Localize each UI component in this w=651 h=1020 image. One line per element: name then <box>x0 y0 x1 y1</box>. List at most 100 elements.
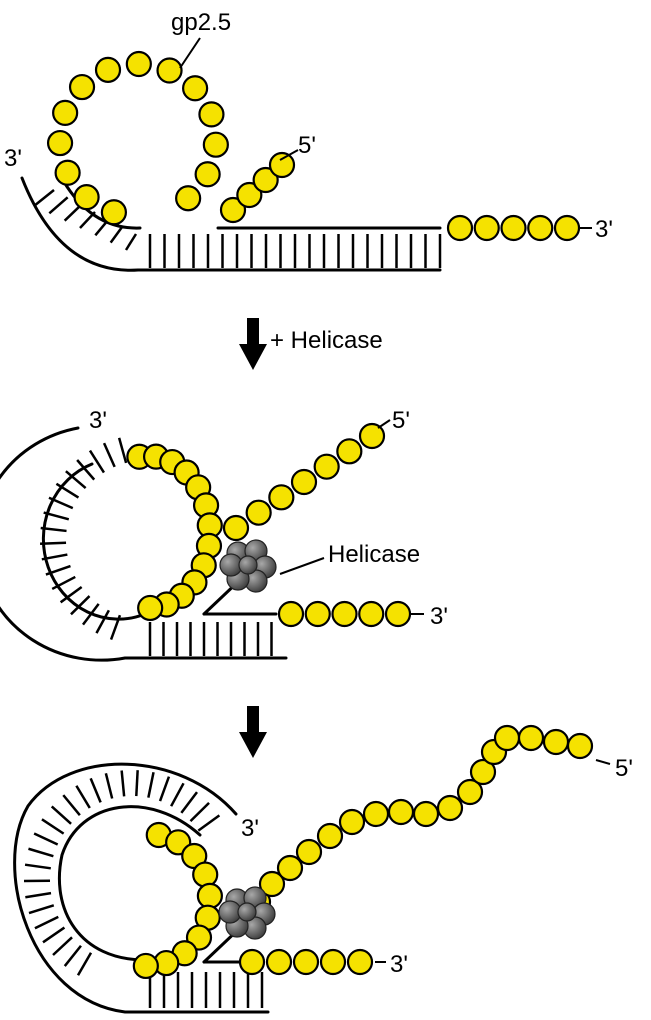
gp25-bead <box>331 600 358 628</box>
base-pair-tick <box>40 541 67 545</box>
gp25-bead <box>436 794 464 822</box>
base-pair-tick <box>48 196 69 215</box>
panel-middle: 3' 5' 3' Helicase <box>0 407 448 662</box>
gp25-bead <box>258 870 286 898</box>
gp25-bead <box>358 422 386 450</box>
base-pair-tick <box>33 189 55 207</box>
base-pair-tick <box>158 776 171 802</box>
base-pair-tick <box>117 437 128 464</box>
gp25-bead <box>132 952 159 980</box>
panel-top: gp2.5 3' 5' 3' <box>4 9 613 272</box>
gp25-bead <box>73 184 100 211</box>
mid-3prime-left-label: 3' <box>89 407 107 434</box>
top-3prime-left-label: 3' <box>4 145 22 172</box>
middle-gp25-5prime <box>222 422 386 542</box>
gp25-bead <box>156 57 183 84</box>
helicase-label: Helicase <box>328 541 420 568</box>
bot-5prime-leader <box>595 759 611 765</box>
gp25-bead <box>553 214 581 242</box>
gp25-bead <box>290 468 318 496</box>
base-pair-tick <box>28 847 54 858</box>
step-arrow-2 <box>239 706 267 758</box>
top-gp25-3prime <box>446 214 581 242</box>
gp25-bead <box>527 214 554 242</box>
base-pair-tick <box>180 791 198 814</box>
base-pair-tick <box>34 915 59 930</box>
top-gp25-loop <box>46 50 229 226</box>
base-pair-tick <box>95 609 110 634</box>
gp25-bead <box>387 798 415 826</box>
bottom-gp25-5prime <box>244 724 594 916</box>
step-arrow-1: + Helicase <box>239 318 383 370</box>
gp25-bead <box>338 808 366 836</box>
top-3prime-right-label: 3' <box>595 216 613 243</box>
down-arrow-icon <box>239 706 267 758</box>
base-pair-tick <box>76 459 96 481</box>
panel-bottom: 3' 5' 3' <box>13 724 633 1014</box>
gp25-bead <box>182 75 209 102</box>
gp25-bead <box>304 600 331 628</box>
base-pair-tick <box>147 771 155 798</box>
gp25-label: gp2.5 <box>171 9 231 36</box>
bot-3prime-right-label: 3' <box>390 951 408 978</box>
base-pair-tick <box>88 449 105 474</box>
gp25-bead <box>100 199 127 226</box>
bottom-base-pair-ticks <box>23 770 264 1008</box>
base-pair-tick <box>45 564 71 576</box>
mid-5prime-label: 5' <box>392 407 410 434</box>
add-helicase-label: + Helicase <box>270 327 383 354</box>
top-gp25-5prime <box>219 151 296 224</box>
base-pair-tick <box>62 794 81 816</box>
gp25-bead <box>358 600 385 628</box>
base-pair-tick <box>63 944 82 967</box>
gp25-bead <box>268 151 296 179</box>
base-pair-tick <box>51 575 76 591</box>
base-pair-tick <box>76 952 93 976</box>
base-pair-tick <box>48 496 74 510</box>
gp25-leader-line <box>179 37 201 69</box>
top-5prime-label: 5' <box>298 132 316 159</box>
gp25-bead <box>125 50 152 78</box>
gp25-bead <box>384 600 412 628</box>
base-pair-tick <box>82 603 100 626</box>
top-dna-duplex <box>20 173 442 272</box>
helicase-subunit <box>237 902 257 922</box>
mid-3prime-right-label: 3' <box>430 603 448 630</box>
gp25-bead <box>277 600 305 628</box>
gp25-bead <box>222 514 250 542</box>
gp25-bead <box>268 484 295 511</box>
gp25-bead <box>469 758 497 786</box>
middle-gp25-loop <box>126 443 223 622</box>
gp25-bead <box>46 129 74 157</box>
gp25-bead <box>192 861 219 888</box>
base-pair-tick <box>70 595 91 616</box>
base-pair-tick <box>25 891 52 899</box>
gp25-bead <box>94 56 122 83</box>
gp25-bead <box>252 166 279 194</box>
middle-gp25-3prime <box>277 600 412 628</box>
gp25-bead <box>346 948 374 976</box>
bottom-gp25-loop <box>132 821 223 980</box>
base-pair-tick <box>109 225 124 244</box>
top-5prime-leader <box>279 149 299 161</box>
bot-3prime-left-label: 3' <box>241 815 259 842</box>
base-pair-tick <box>41 553 68 561</box>
gp25-bead <box>295 838 323 866</box>
gp25-bead <box>276 854 304 882</box>
base-pair-tick <box>189 802 210 823</box>
base-pair-tick <box>41 818 65 835</box>
gp25-bead <box>68 73 96 101</box>
base-pair-tick <box>65 470 87 489</box>
base-pair-tick <box>135 770 139 797</box>
base-pair-tick <box>124 233 138 251</box>
bot-5prime-label: 5' <box>615 755 633 782</box>
hexameric-helicase-icon <box>218 886 276 940</box>
gp25-bead <box>336 438 363 465</box>
gp25-bead <box>566 732 594 760</box>
gp25-bead <box>52 99 79 126</box>
gp25-bead <box>542 728 570 756</box>
gp25-bead <box>54 159 81 186</box>
base-pair-tick <box>24 863 51 870</box>
gp25-bead <box>500 214 527 242</box>
